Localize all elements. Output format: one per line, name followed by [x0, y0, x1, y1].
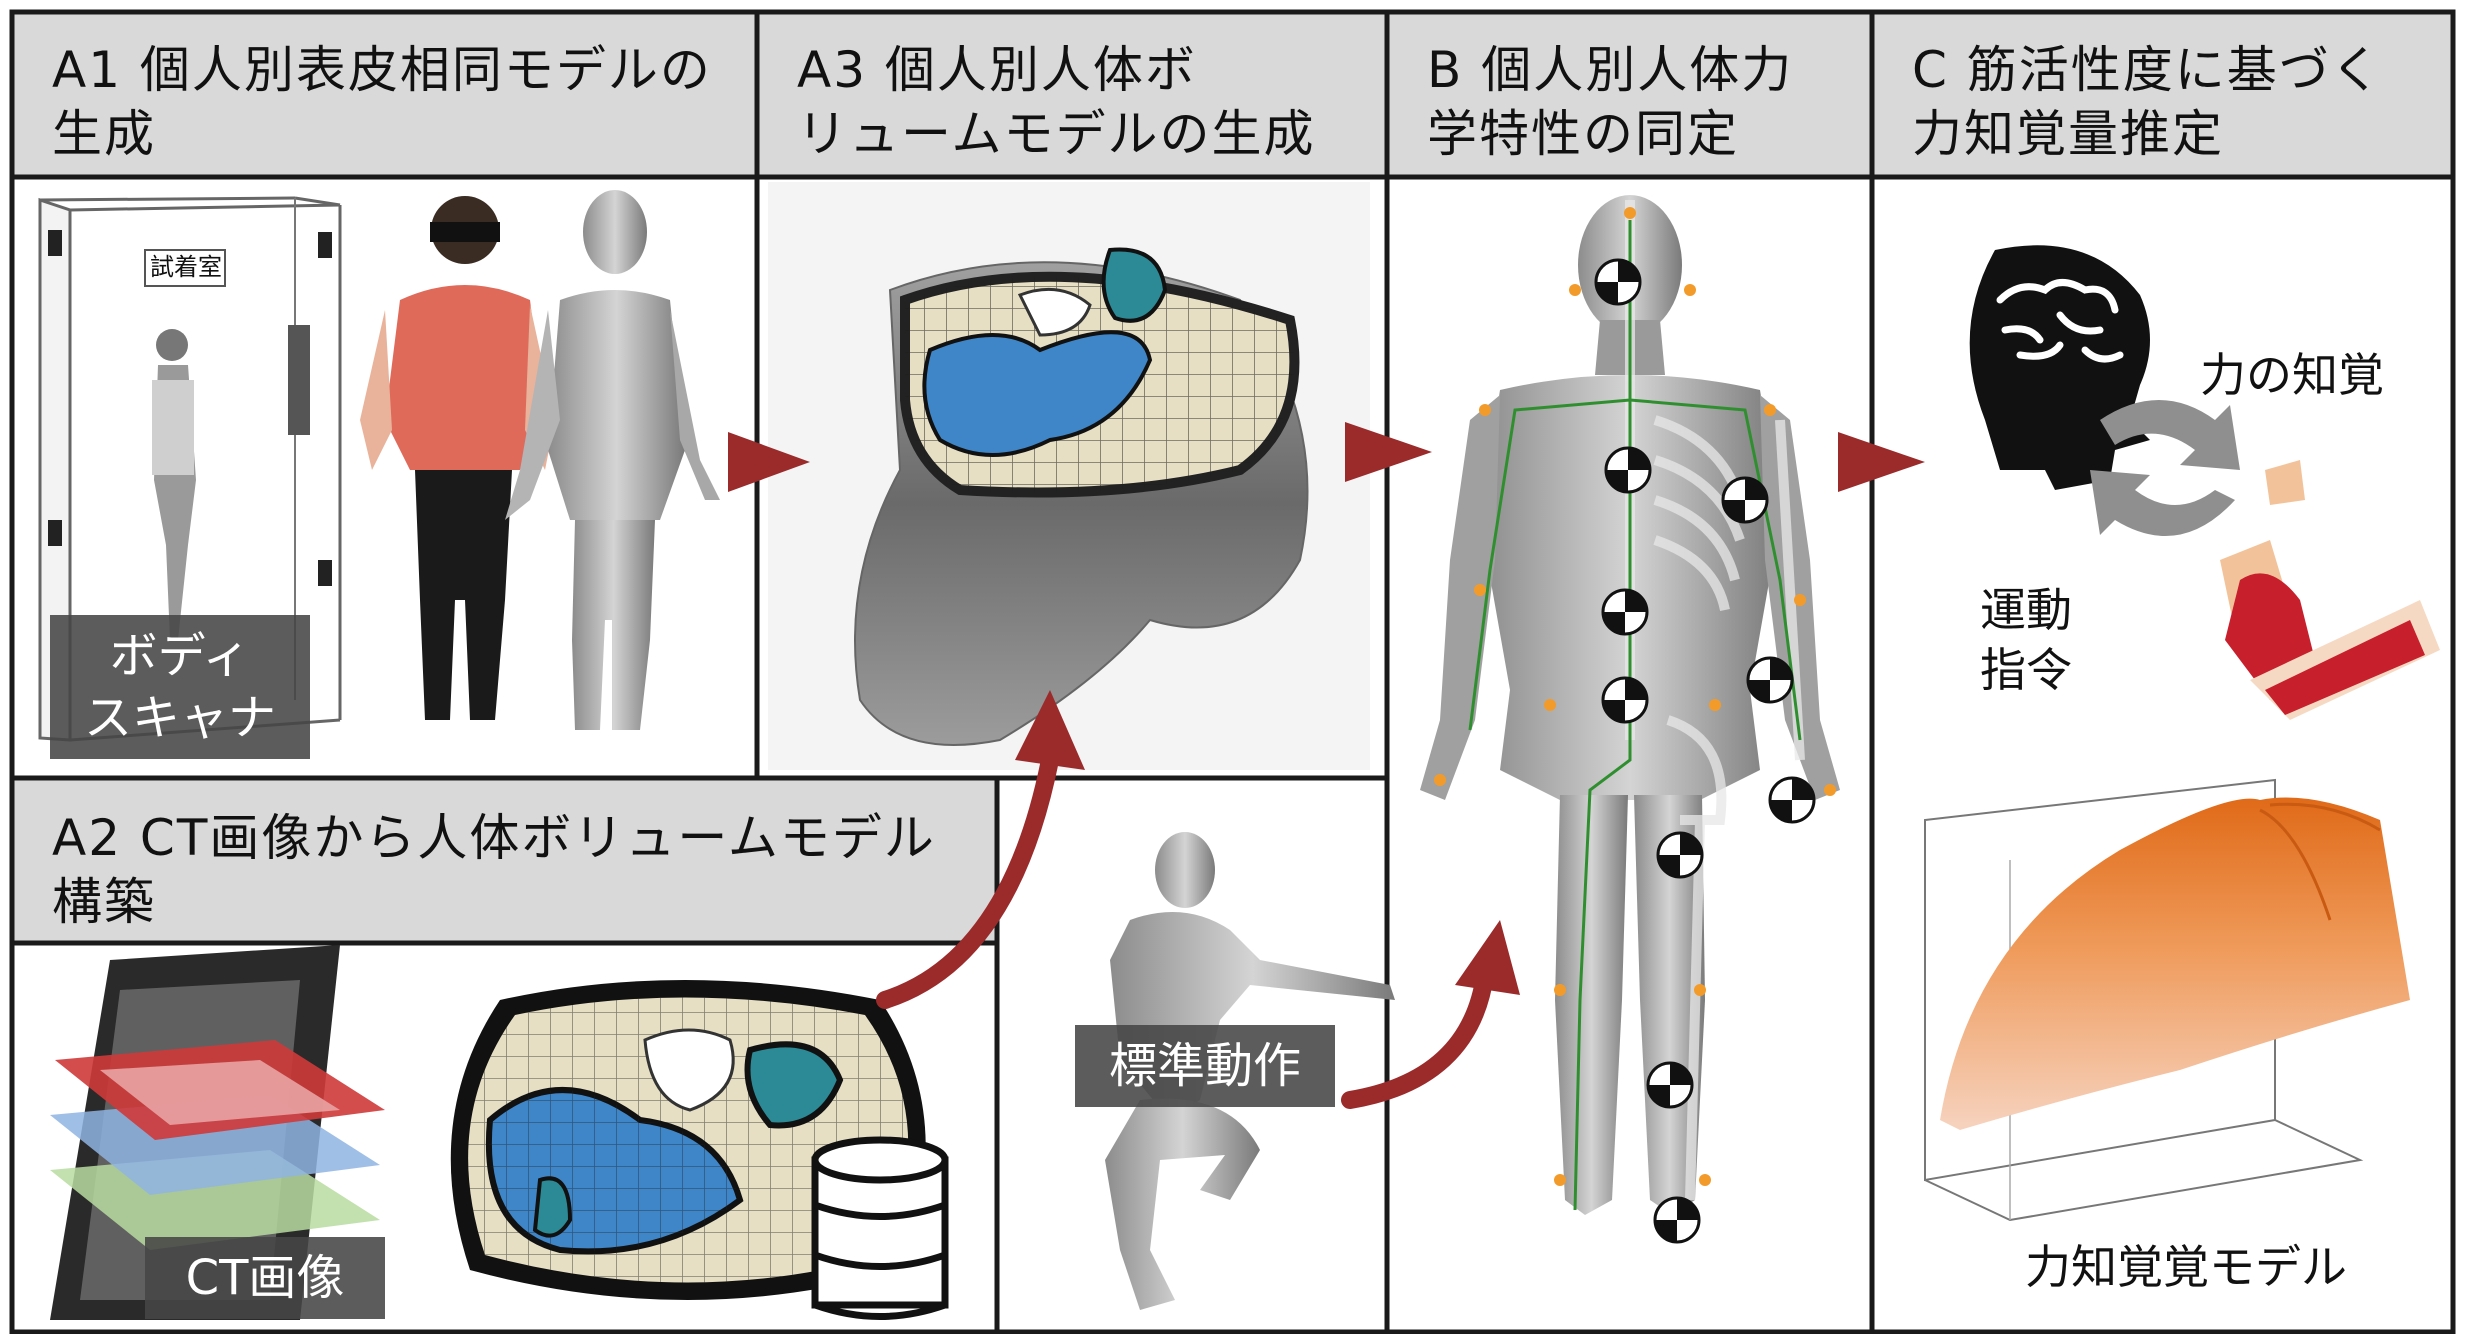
- tag-ct-image: CT画像: [145, 1237, 385, 1319]
- arm-muscle-icon: [2220, 460, 2440, 720]
- force-model-label: 力知覚覚モデル: [2025, 1237, 2347, 1297]
- database-icon: [815, 1140, 945, 1317]
- tag-standard-motion: 標準動作: [1075, 1025, 1335, 1107]
- fitting-room-label: 試着室: [150, 252, 222, 282]
- motor-command-label: 運動 指令: [1980, 580, 2072, 700]
- head-brain-icon: [1970, 245, 2150, 490]
- volume-model-illustration: [768, 182, 1370, 770]
- force-surface-plot: [1925, 780, 2410, 1220]
- force-perception-label: 力の知覚: [2200, 345, 2384, 405]
- cycle-arrows-icon: [2090, 400, 2240, 536]
- tag-body-scanner: ボディ スキャナ: [50, 615, 310, 759]
- body-model-illustration: [1420, 195, 1840, 1242]
